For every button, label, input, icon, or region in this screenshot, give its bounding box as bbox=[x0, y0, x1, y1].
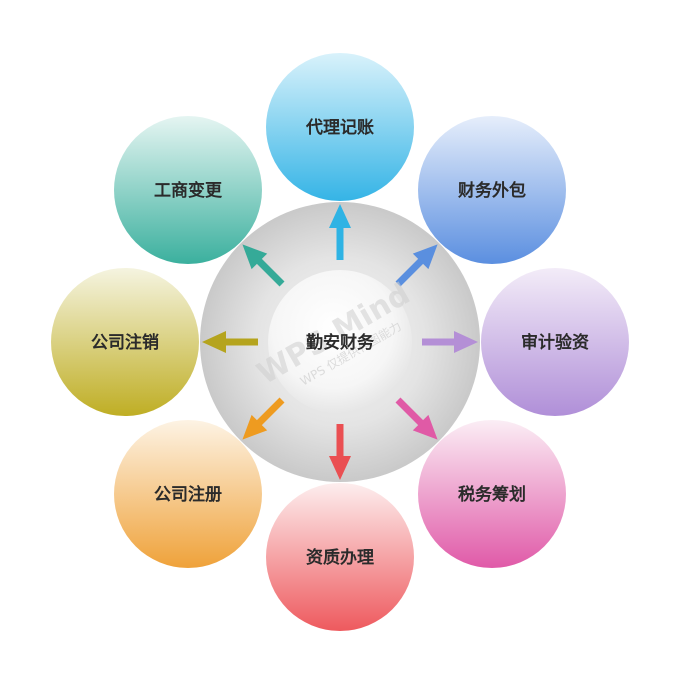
node-gongsi-zhuce: 公司注册 bbox=[114, 420, 262, 568]
node-zizhi-banli: 资质办理 bbox=[266, 483, 414, 631]
node-circle-shenji-yanzi bbox=[481, 268, 629, 416]
center-disc bbox=[268, 270, 412, 414]
arrow-shape-gongshang-biangeng bbox=[242, 244, 285, 287]
arrow-shape-gongsi-zhuxiao bbox=[202, 331, 258, 353]
node-label-shuiwu-chouhua: 税务筹划 bbox=[458, 484, 526, 505]
node-label-caiwu-waibao: 财务外包 bbox=[457, 180, 526, 201]
node-circle-zizhi-banli bbox=[266, 483, 414, 631]
arrow-shape-caiwu-waibao bbox=[395, 244, 438, 287]
arrow-shuiwu-chouhua bbox=[395, 397, 438, 440]
node-circle-shuiwu-chouhua bbox=[418, 420, 566, 568]
arrow-shape-zizhi-banli bbox=[329, 424, 351, 480]
arrow-shape-gongsi-zhuce bbox=[242, 397, 285, 440]
arrow-gongsi-zhuxiao bbox=[202, 331, 258, 353]
arrow-caiwu-waibao bbox=[395, 244, 438, 287]
node-label-zizhi-banli: 资质办理 bbox=[306, 547, 374, 568]
arrow-shenji-yanzi bbox=[422, 331, 478, 353]
node-caiwu-waibao: 财务外包 bbox=[418, 116, 566, 264]
arrows-layer bbox=[202, 204, 478, 480]
node-circle-daili-jizhang bbox=[266, 53, 414, 201]
node-label-shenji-yanzi: 审计验资 bbox=[521, 332, 589, 353]
center-label: 勤安财务 bbox=[306, 332, 375, 353]
node-shuiwu-chouhua: 税务筹划 bbox=[418, 420, 566, 568]
node-gongshang-biangeng: 工商变更 bbox=[114, 116, 262, 264]
node-circle-gongshang-biangeng bbox=[114, 116, 262, 264]
arrow-shape-shenji-yanzi bbox=[422, 331, 478, 353]
arrow-zizhi-banli bbox=[329, 424, 351, 480]
node-label-daili-jizhang: 代理记账 bbox=[305, 117, 374, 138]
arrow-shape-daili-jizhang bbox=[329, 204, 351, 260]
node-gongsi-zhuxiao: 公司注销 bbox=[51, 268, 199, 416]
node-circle-caiwu-waibao bbox=[418, 116, 566, 264]
node-label-gongshang-biangeng: 工商变更 bbox=[154, 180, 223, 201]
node-shenji-yanzi: 审计验资 bbox=[481, 268, 629, 416]
arrow-daili-jizhang bbox=[329, 204, 351, 260]
node-daili-jizhang: 代理记账 bbox=[266, 53, 414, 201]
node-circle-gongsi-zhuce bbox=[114, 420, 262, 568]
node-label-gongsi-zhuce: 公司注册 bbox=[154, 484, 222, 505]
arrow-gongsi-zhuce bbox=[242, 397, 285, 440]
arrow-shape-shuiwu-chouhua bbox=[395, 397, 438, 440]
arrow-gongshang-biangeng bbox=[242, 244, 285, 287]
node-circle-gongsi-zhuxiao bbox=[51, 268, 199, 416]
node-label-gongsi-zhuxiao: 公司注销 bbox=[91, 332, 159, 353]
